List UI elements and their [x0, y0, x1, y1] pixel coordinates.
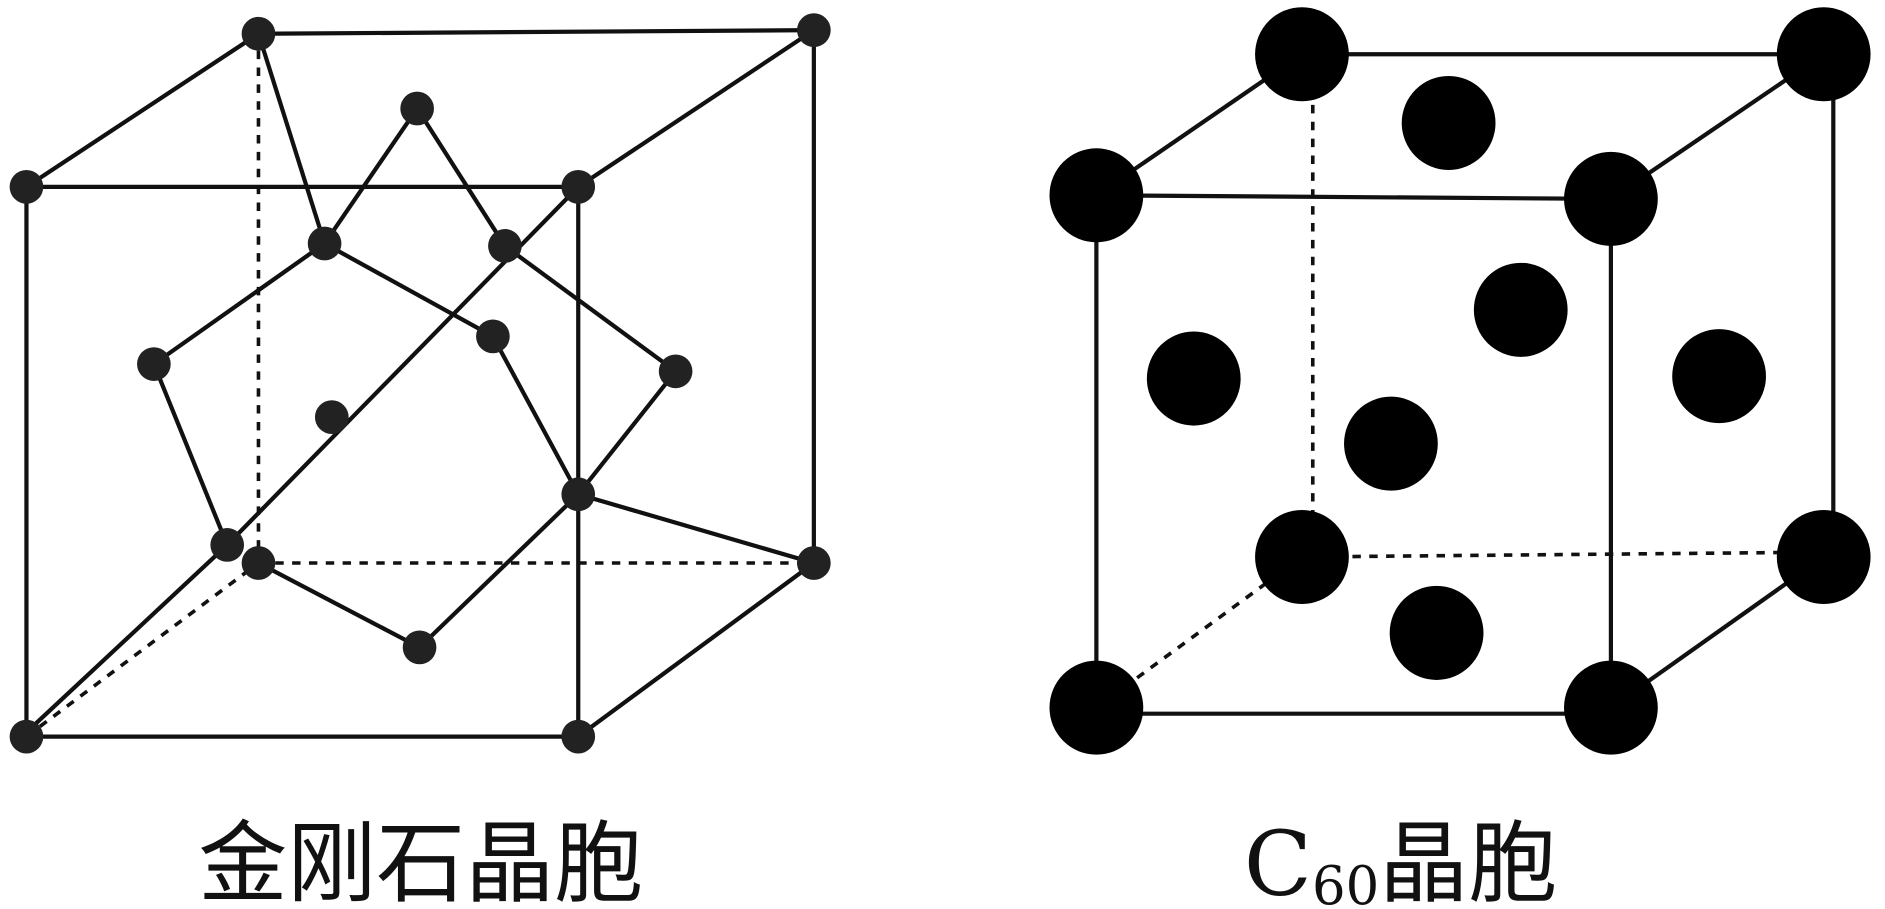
- c60-cell-label: C60晶胞: [1244, 812, 1557, 909]
- c60-unit-cell: C60晶胞: [1049, 7, 1871, 909]
- diamond-bonds: [34, 33, 815, 725]
- c60-label-c: C: [1244, 812, 1312, 909]
- c60-label-rest: 晶胞: [1379, 812, 1557, 909]
- c60-label-subscript: 60: [1312, 856, 1379, 909]
- c60-molecules: [1049, 7, 1871, 755]
- carbon-atoms: [9, 13, 831, 754]
- diamond-unit-cell: 金刚石晶胞: [9, 13, 831, 909]
- diamond-cell-label: 金刚石晶胞: [198, 812, 643, 909]
